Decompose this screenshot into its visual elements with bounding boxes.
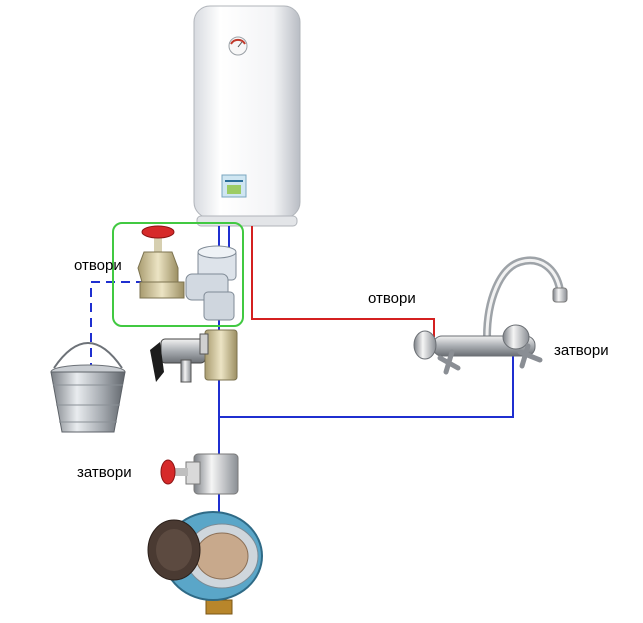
open-hot-valve-label: отвори [368,290,416,307]
bucket-icon [50,342,126,433]
drain-line [90,281,175,368]
water-heater-icon [193,5,301,227]
valve-icon [160,453,239,495]
open-drain-valve-label: отвори [74,257,122,274]
hot-water-pipe [251,226,435,337]
tee-fitting-icon [185,245,237,321]
valve-icon [137,225,185,299]
safety-valve-icon [150,329,238,383]
close-main-valve-label: затвори [77,464,132,481]
cold-water-pipe [218,226,514,612]
highlight-box [112,222,244,327]
mixer-tap-icon [413,256,568,375]
close-cold-mixer-label: затвори [554,342,609,359]
water-meter-icon [147,511,263,615]
